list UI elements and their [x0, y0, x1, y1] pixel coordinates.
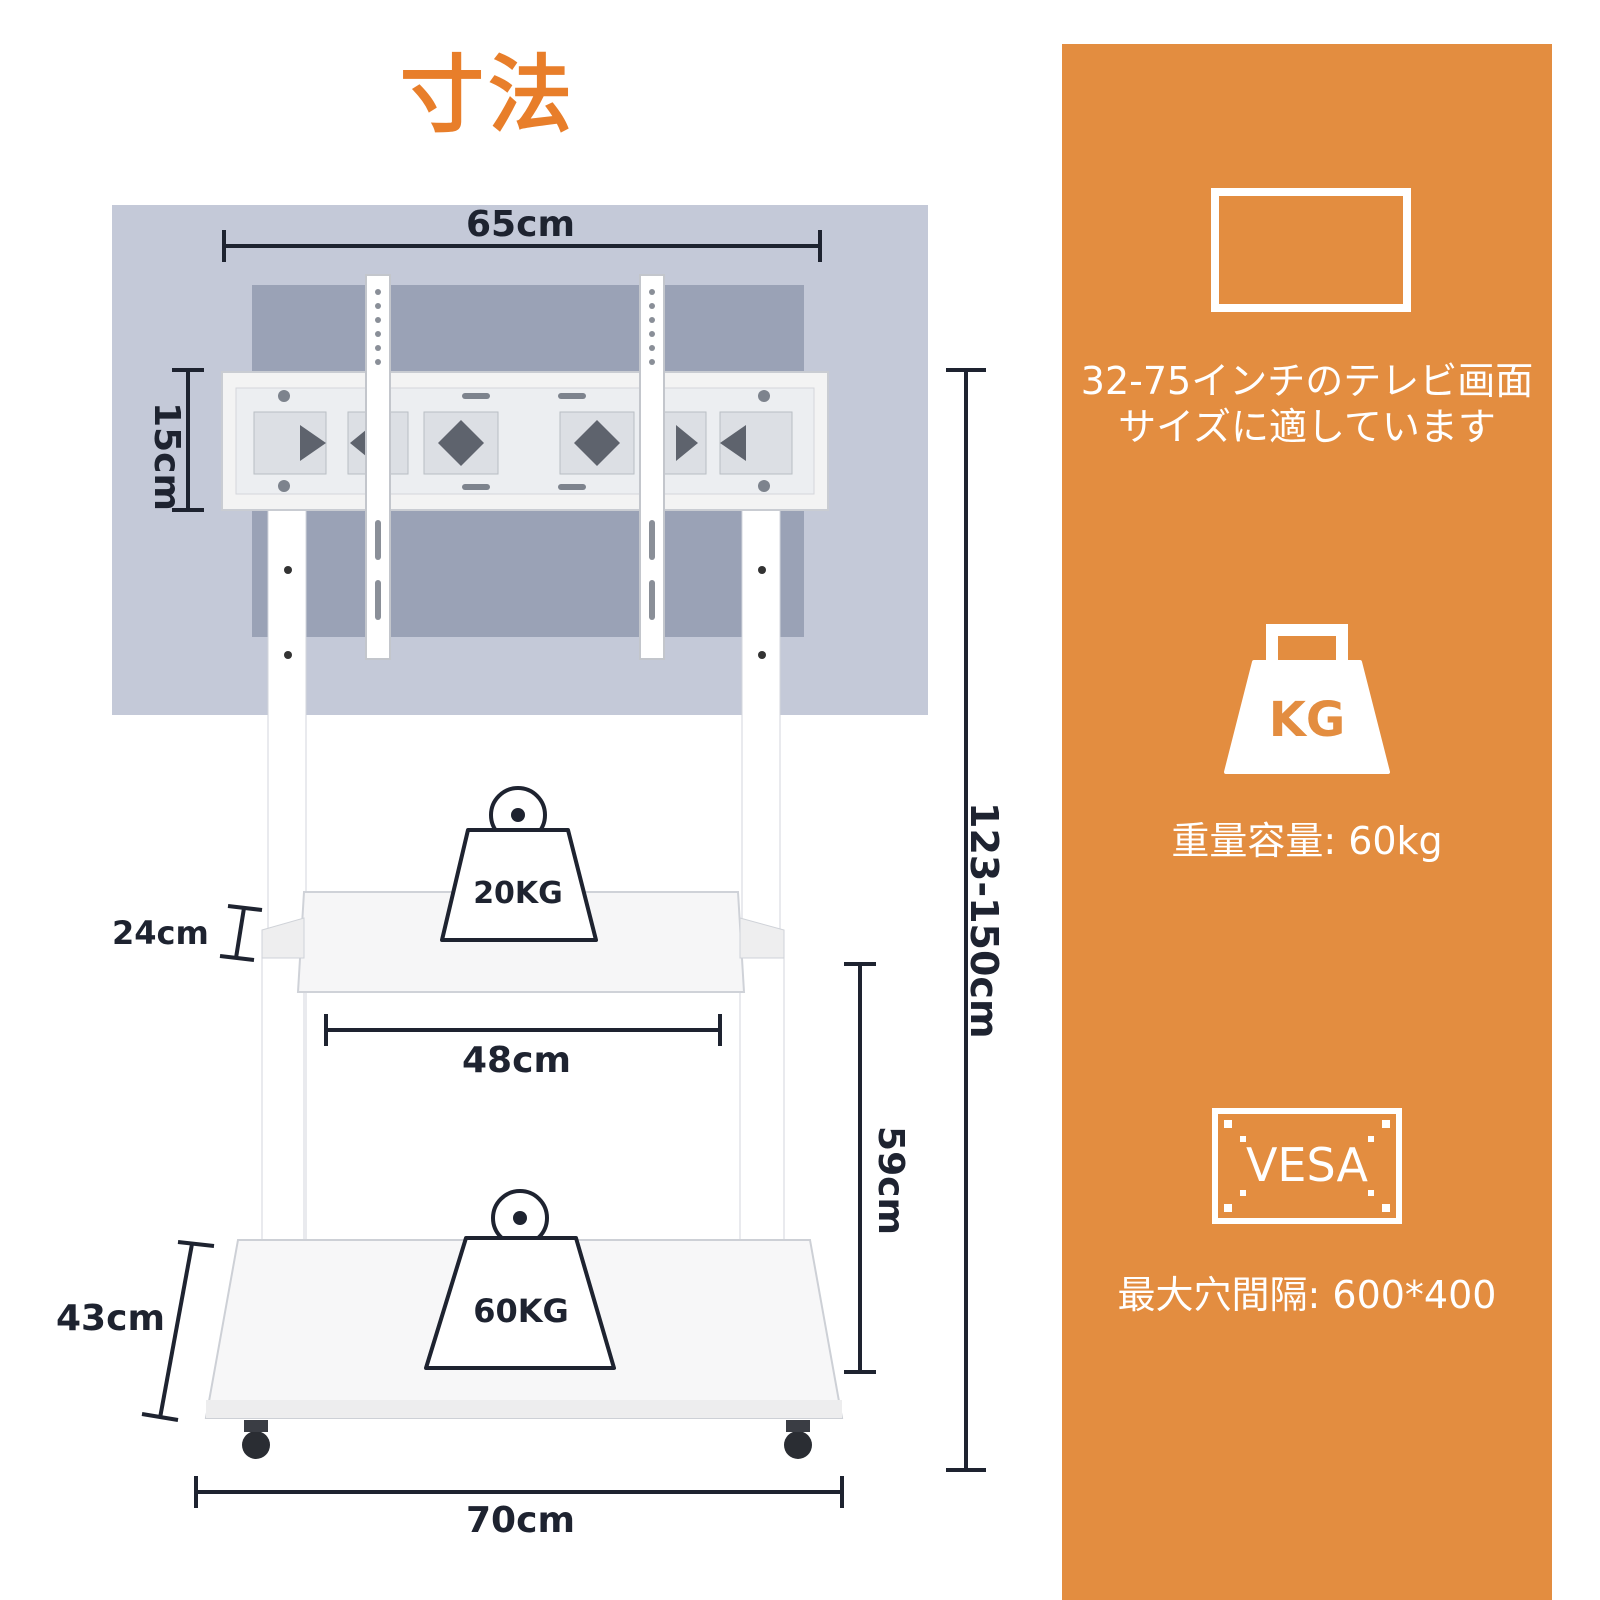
feature-screen-line1: 32-75インチのテレビ画面 — [1080, 359, 1534, 403]
shelf-weight-label: 20KG — [473, 876, 563, 911]
feature-weight-capacity: 重量容量: 60kg — [1171, 819, 1443, 863]
weight-icon-text: KG — [1268, 692, 1346, 748]
dim-shelf-width: 48cm — [462, 1040, 571, 1081]
page-title: 寸法 — [400, 46, 577, 144]
features-panel: 32-75インチのテレビ画面 サイズに適しています KG 重量容量: 60kg … — [1062, 44, 1552, 1600]
weight-icon — [1224, 624, 1390, 774]
wheel — [242, 1420, 812, 1459]
dim-width-top: 65cm — [466, 204, 575, 245]
base-weight-icon — [424, 1189, 616, 1370]
base-weight-label: 60KG — [473, 1292, 569, 1330]
dim-bracket-height: 15cm — [145, 402, 187, 511]
vesa-icon-text: VESA — [1245, 1138, 1369, 1192]
screen-icon — [1211, 188, 1411, 312]
vesa-icon — [1212, 1108, 1402, 1224]
dim-base-width: 70cm — [466, 1500, 575, 1541]
dim-shelf-depth: 24cm — [112, 914, 209, 952]
dim-base-depth: 43cm — [56, 1298, 165, 1339]
feature-vesa-spacing: 最大穴間隔: 600*400 — [1117, 1273, 1497, 1317]
dim-total-height: 123-150cm — [962, 802, 1006, 1039]
shelf-weight-icon — [440, 786, 598, 942]
feature-screen-line2: サイズに適しています — [1118, 405, 1496, 449]
feature-screen-size: 32-75インチのテレビ画面 サイズに適しています — [1062, 358, 1552, 450]
dim-shelf-height: 59cm — [869, 1126, 911, 1235]
tv-stand-illustration — [112, 205, 986, 1508]
